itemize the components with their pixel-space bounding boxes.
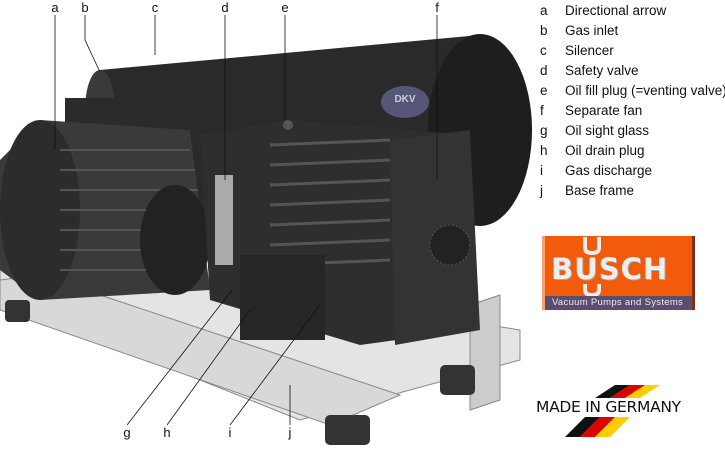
legend-text: Gas discharge xyxy=(565,163,653,178)
legend-key: j xyxy=(540,183,543,198)
legend-key: h xyxy=(540,143,548,158)
callout-a: a xyxy=(51,0,59,15)
legend-text: Oil drain plug xyxy=(565,143,645,158)
legend-item: a Directional arrow xyxy=(540,1,725,21)
legend-key: b xyxy=(540,23,548,38)
legend-item: i Gas discharge xyxy=(540,161,725,181)
legend-item: g Oil sight glass xyxy=(540,121,725,141)
legend-item: e Oil fill plug (=venting valve) xyxy=(540,81,725,101)
legend-item: f Separate fan xyxy=(540,101,725,121)
legend-item: c Silencer xyxy=(540,41,725,61)
motor xyxy=(0,98,210,300)
callout-h: h xyxy=(163,425,171,440)
legend-item: d Safety valve xyxy=(540,61,725,81)
legend-text: Oil fill plug (=venting valve) xyxy=(565,83,725,98)
legend-key: a xyxy=(540,3,548,18)
legend-key: f xyxy=(540,103,544,118)
legend-key: g xyxy=(540,123,548,138)
german-flag-stripes xyxy=(565,385,660,437)
legend-item: b Gas inlet xyxy=(540,21,725,41)
fan-grille xyxy=(429,224,471,266)
gas-discharge xyxy=(240,255,325,340)
legend-key: e xyxy=(540,83,548,98)
pump-body xyxy=(200,120,480,345)
callout-c: c xyxy=(151,0,159,15)
callout-f: f xyxy=(435,0,439,15)
busch-logo: BUSCH Vacuum Pumps and Systems xyxy=(542,236,695,310)
legend-text: Gas inlet xyxy=(565,23,619,38)
legend-text: Base frame xyxy=(565,183,635,198)
legend-key: d xyxy=(540,63,548,78)
callout-i: i xyxy=(228,425,232,440)
callout-b: b xyxy=(81,0,89,15)
safety-valve xyxy=(215,175,233,265)
legend-text: Silencer xyxy=(565,43,614,58)
callout-d: d xyxy=(221,0,229,15)
legend-item: h Oil drain plug xyxy=(540,141,725,161)
feet xyxy=(5,300,475,445)
legend-key: c xyxy=(540,43,547,58)
legend-key: i xyxy=(540,163,543,178)
legend-text: Directional arrow xyxy=(565,3,667,18)
callout-j: j xyxy=(288,425,292,440)
legend-item: j Base frame xyxy=(540,181,725,201)
callout-e: e xyxy=(281,0,289,15)
made-in-germany-badge: MADE IN GERMANY xyxy=(536,398,681,416)
leader-lines xyxy=(54,15,438,426)
callout-g: g xyxy=(123,425,131,440)
legend-text: Separate fan xyxy=(565,103,643,118)
logo-u-marks xyxy=(583,237,601,296)
legend-text: Safety valve xyxy=(565,63,639,78)
logo-tagline: Vacuum Pumps and Systems xyxy=(545,296,692,310)
silencer-logo-mark: DKV xyxy=(394,94,416,105)
logo-brand: BUSCH xyxy=(551,252,669,286)
legend-text: Oil sight glass xyxy=(565,123,650,138)
